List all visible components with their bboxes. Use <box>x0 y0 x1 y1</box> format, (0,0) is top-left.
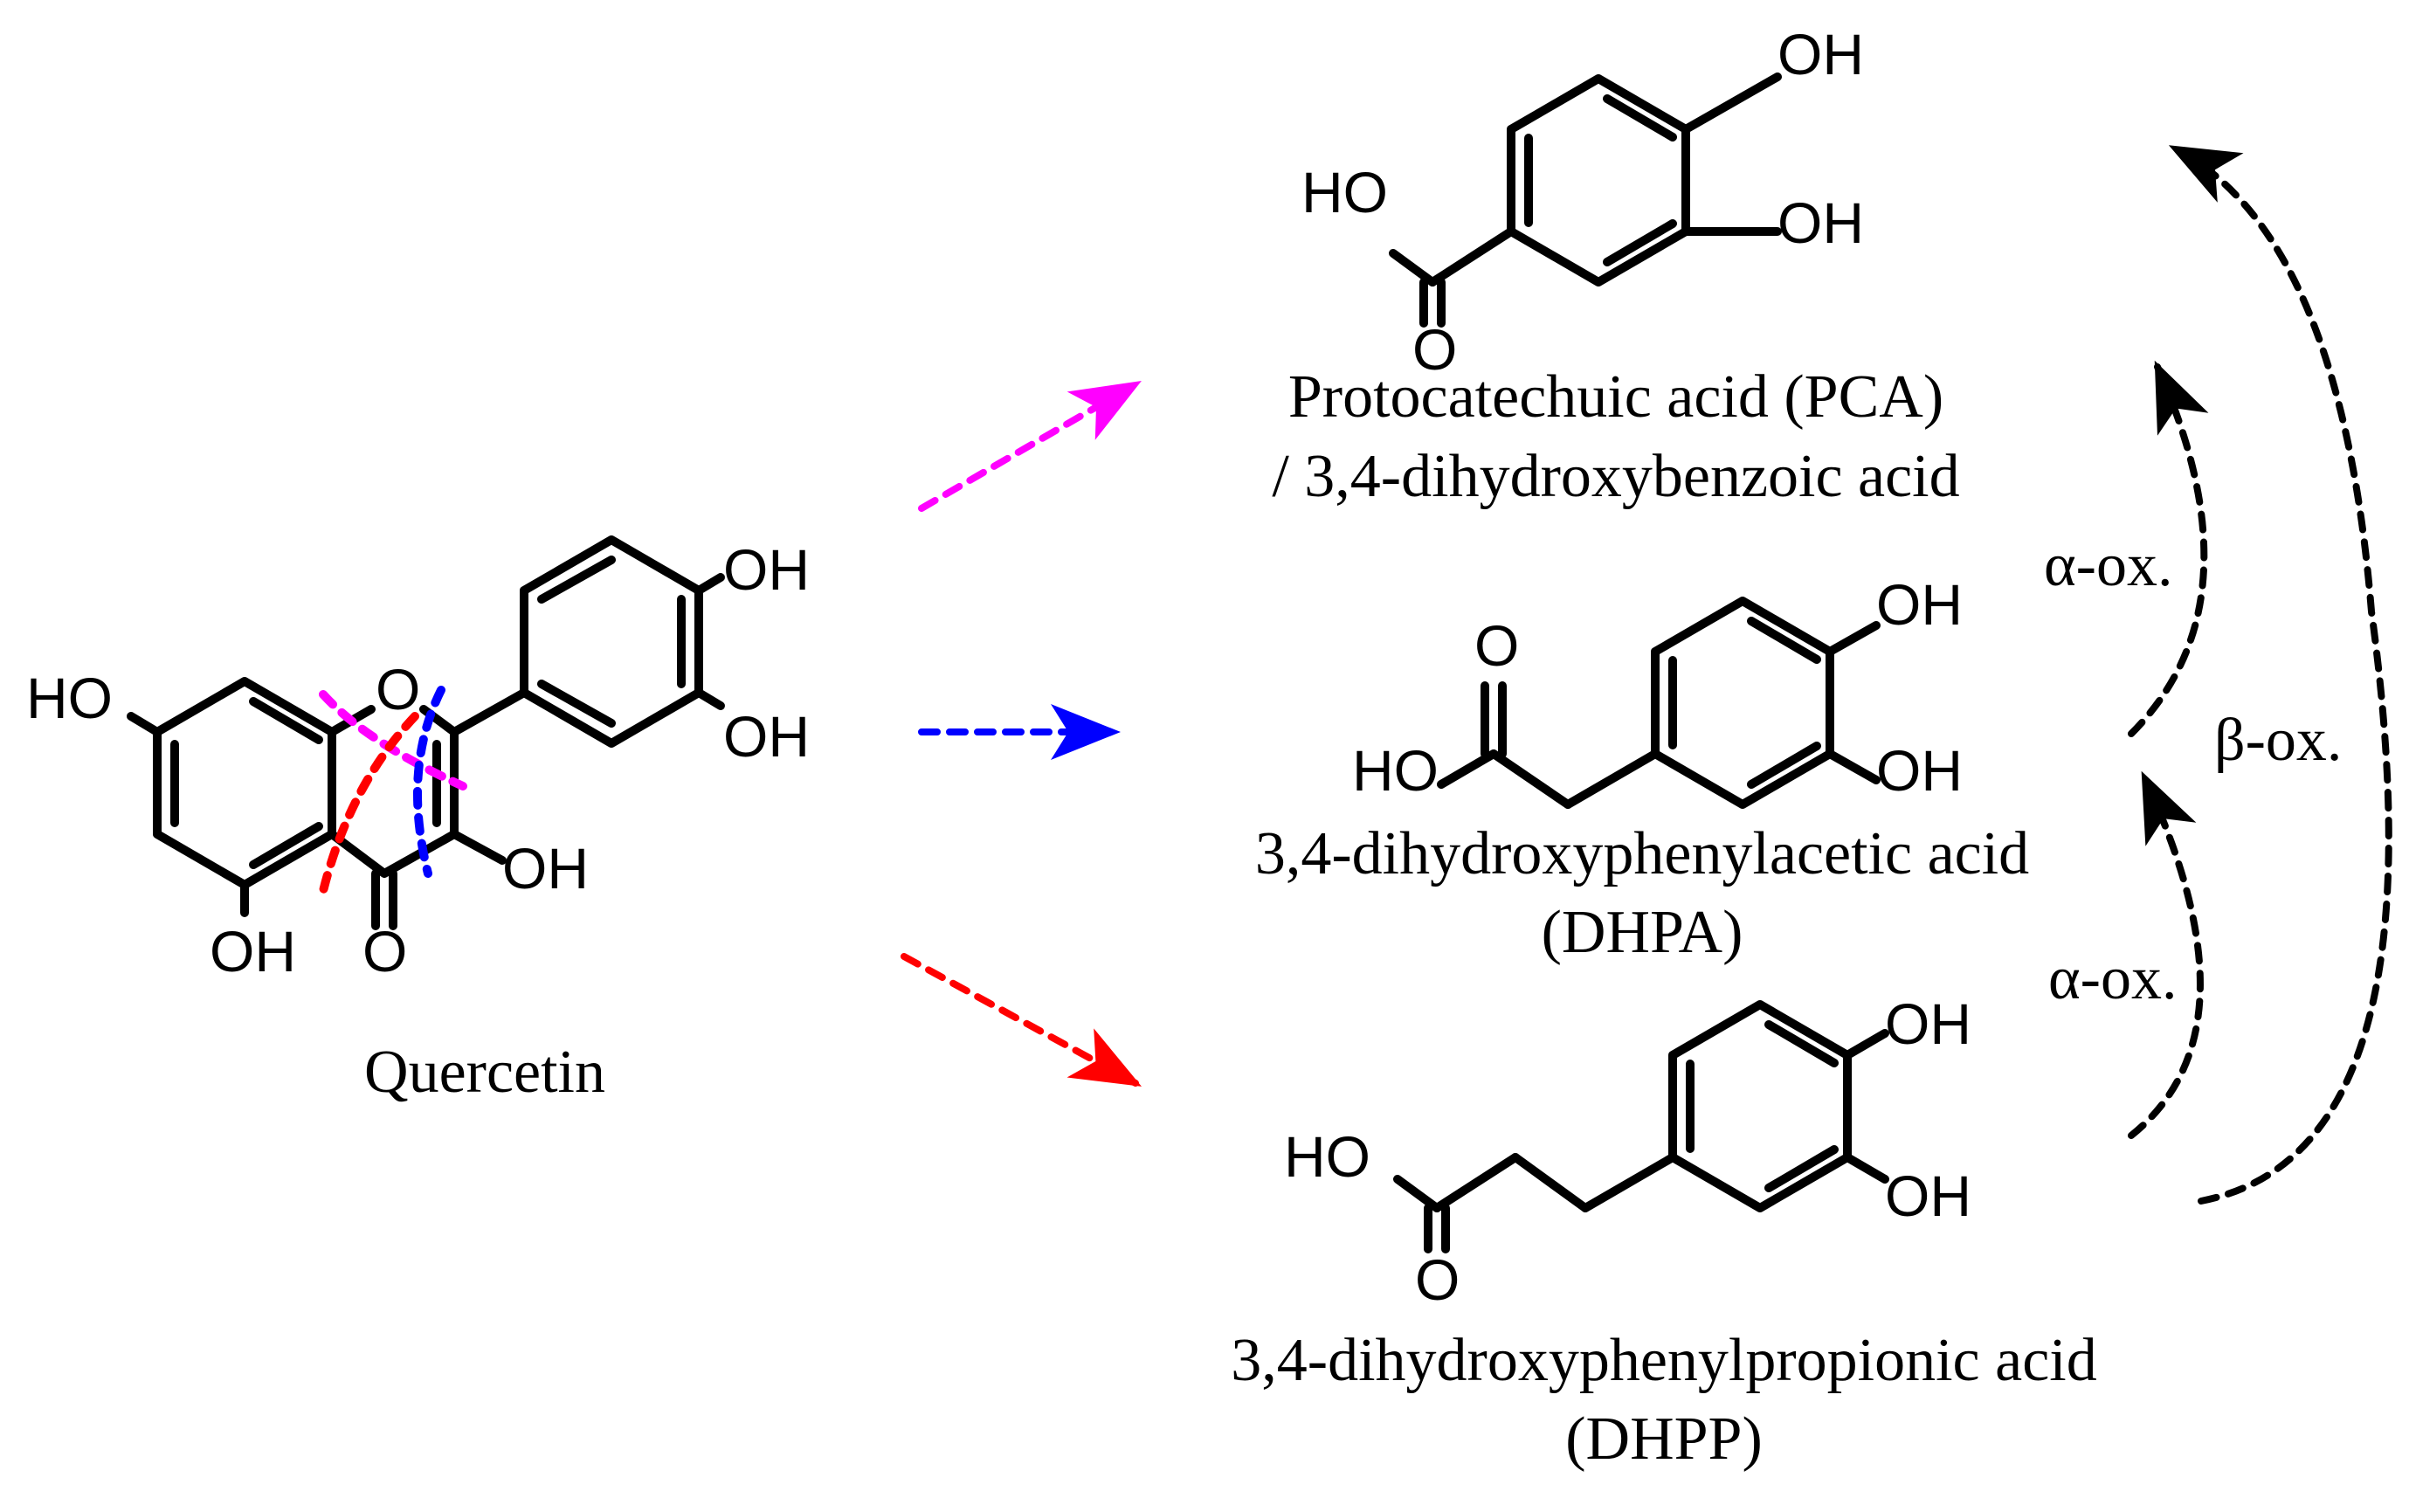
dhpp-cleavage-mark <box>319 712 419 895</box>
dhpp-3-hydroxyl: OH <box>1885 991 1971 1056</box>
quercetin-structure: O O HO OH OH OH OH <box>26 535 810 984</box>
pca-caption-line2: / 3,4-dihydroxybenzoic acid <box>1272 443 1959 510</box>
pca-cleavage-mark <box>319 690 467 791</box>
dhpp-acid-hydroxyl: HO <box>1284 1124 1370 1189</box>
dhpp-acid-carbonyl-oxygen: O <box>1415 1247 1460 1312</box>
quercetin-b-ring <box>520 535 703 748</box>
pca-structure: HO O OH OH <box>1301 22 1864 382</box>
quercetin-4prime-hydroxyl: OH <box>723 704 810 769</box>
quercetin-caption: Quercetin <box>364 1039 605 1106</box>
dhpa-3-hydroxyl: OH <box>1876 572 1963 637</box>
dhpp-path-arrow <box>901 953 1142 1087</box>
dhpa-structure: HO O OH OH <box>1352 572 1963 809</box>
dhpa-caption-line1: 3,4-dihydroxyphenylacetic acid <box>1255 820 2029 887</box>
quercetin-7-hydroxyl: HO <box>26 666 113 730</box>
quercetin-ring-oxygen: O <box>376 657 420 721</box>
dhpp-caption-line1: 3,4-dihydroxyphenylpropionic acid <box>1231 1327 2096 1394</box>
alpha-ox-lower-arrow <box>2128 770 2204 1139</box>
dhpa-acid-carbonyl-oxygen: O <box>1474 613 1519 678</box>
beta-ox-label: β-ox. <box>2214 707 2342 774</box>
dhpa-acid-hydroxyl: HO <box>1352 738 1439 803</box>
alpha-ox-upper-arrow <box>2128 360 2209 737</box>
dhpp-4-hydroxyl: OH <box>1885 1163 1971 1228</box>
quercetin-carbonyl-oxygen: O <box>362 919 407 984</box>
pca-path-arrow <box>918 380 1142 512</box>
quercetin-a-ring <box>153 677 336 889</box>
dhpa-4-hydroxyl: OH <box>1876 738 1963 803</box>
pca-acid-carbonyl-oxygen: O <box>1412 317 1457 382</box>
quercetin-3prime-hydroxyl: OH <box>723 537 810 602</box>
pca-acid-hydroxyl: HO <box>1301 160 1388 224</box>
dhpa-cleavage-mark <box>413 686 445 878</box>
beta-ox-arrow <box>2168 145 2392 1205</box>
pca-3-hydroxyl: OH <box>1777 22 1864 86</box>
dhpa-caption-line2: (DHPA) <box>1542 899 1743 966</box>
alpha-ox-upper-label: α-ox. <box>2044 532 2173 599</box>
quercetin-3-hydroxyl: OH <box>502 836 589 901</box>
dhpp-structure: HO O OH OH <box>1284 991 1971 1312</box>
pca-4-hydroxyl: OH <box>1777 190 1864 255</box>
pca-caption-line1: Protocatechuic acid (PCA) <box>1288 363 1943 431</box>
alpha-ox-lower-label: α-ox. <box>2048 945 2178 1012</box>
quercetin-5-hydroxyl: OH <box>210 919 296 984</box>
dhpp-caption-line2: (DHPP) <box>1565 1405 1763 1473</box>
